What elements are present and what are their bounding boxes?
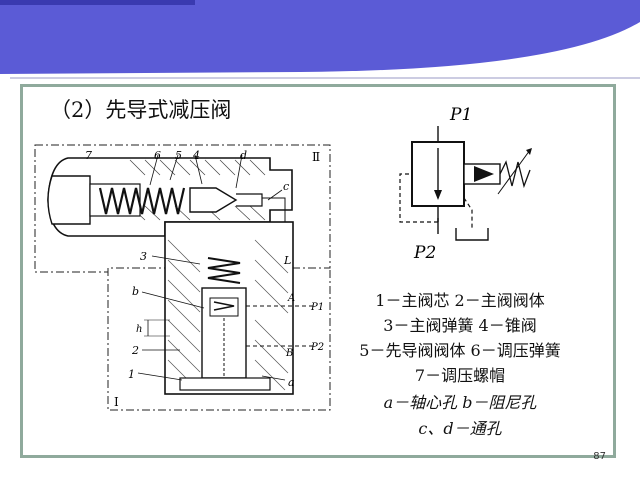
label-d: d	[240, 149, 247, 162]
symbol-p1-label: P1	[449, 105, 472, 125]
label-6: 6	[154, 149, 161, 162]
label-2: 2	[131, 344, 139, 357]
label-a: a	[288, 376, 295, 389]
label-h: h	[136, 324, 142, 335]
label-P2: P2	[310, 342, 324, 353]
slide-title: （2）先导式减压阀	[50, 98, 232, 122]
label-4: 4	[192, 149, 200, 162]
legend-line-6: c、d－通孔	[418, 419, 502, 438]
label-c: c	[283, 180, 289, 193]
label-1: 1	[128, 368, 135, 381]
title-banner	[0, 0, 640, 82]
legend-line-3: 5－先导阀阀体 6－调压弹簧	[359, 341, 561, 360]
legend-line-1: 1－主阀芯 2－主阀阀体	[375, 291, 545, 310]
page-number: 87	[593, 451, 606, 462]
label-3: 3	[140, 250, 147, 263]
legend-line-5: a－轴心孔 b－阻尼孔	[383, 393, 537, 412]
label-A: A	[287, 293, 295, 304]
slide-frame	[20, 84, 616, 458]
label-5: 5	[175, 149, 182, 162]
label-I: Ⅰ	[114, 395, 119, 409]
label-L: L	[283, 254, 291, 267]
label-P1: P1	[310, 302, 324, 313]
banner-shape	[0, 0, 640, 74]
label-b: b	[132, 285, 139, 298]
label-B: B	[285, 348, 293, 359]
legend-line-4: 7－调压螺帽	[414, 366, 506, 385]
pressure-reducing-valve-symbol: P1 P2	[399, 105, 532, 263]
banner-accent	[0, 0, 195, 5]
symbol-p2-label: P2	[413, 243, 436, 263]
label-7: 7	[85, 149, 92, 162]
valve-section-drawing: 7 6 5 4 d Ⅱ c 3 L b A P1 h 2 P2 B 1 a Ⅰ	[34, 144, 331, 411]
label-II: Ⅱ	[312, 150, 320, 164]
legend-line-2: 3－主阀弹簧 4－锥阀	[383, 316, 537, 335]
